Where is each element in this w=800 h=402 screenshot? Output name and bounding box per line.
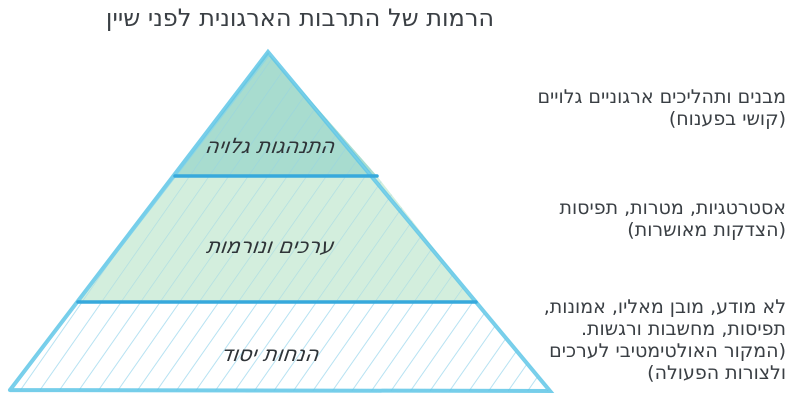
description-line: (הצדקות מאושרות) xyxy=(627,219,786,241)
description-line: תפיסות, מחשבות ורגשות. xyxy=(580,318,786,340)
layer-label-middle: ערכים ונורמות xyxy=(204,234,336,258)
layer-label-bottom: הנחות יסוד xyxy=(219,342,321,366)
description-line: לא מודע, מובן מאליו, אמונות, xyxy=(543,296,786,318)
description-line: (קושי בפענוח) xyxy=(668,108,786,130)
description-line: מבנים ותהליכים ארגוניים גלויים xyxy=(537,86,786,108)
description-line: ולצורות הפעולה) xyxy=(647,362,786,384)
pyramid-layer-bottom xyxy=(10,302,550,391)
description-line: (המקור האולטימטיבי לערכים xyxy=(549,340,786,362)
description-middle: אסטרטגיות, מטרות, תפיסות (הצדקות מאושרות… xyxy=(559,197,786,241)
pyramid-layer-top xyxy=(175,52,377,176)
description-line: אסטרטגיות, מטרות, תפיסות xyxy=(559,197,786,219)
diagram-title: הרמות של התרבות הארגונית לפני שיין xyxy=(105,4,495,32)
layer-label-top: התנהגות גלויה xyxy=(203,134,337,158)
pyramid-outline xyxy=(8,48,555,394)
description-top: מבנים ותהליכים ארגוניים גלויים (קושי בפע… xyxy=(537,86,786,130)
pyramid-layer-middle xyxy=(78,176,476,302)
description-bottom: לא מודע, מובן מאליו, אמונות, תפיסות, מחש… xyxy=(544,296,786,384)
